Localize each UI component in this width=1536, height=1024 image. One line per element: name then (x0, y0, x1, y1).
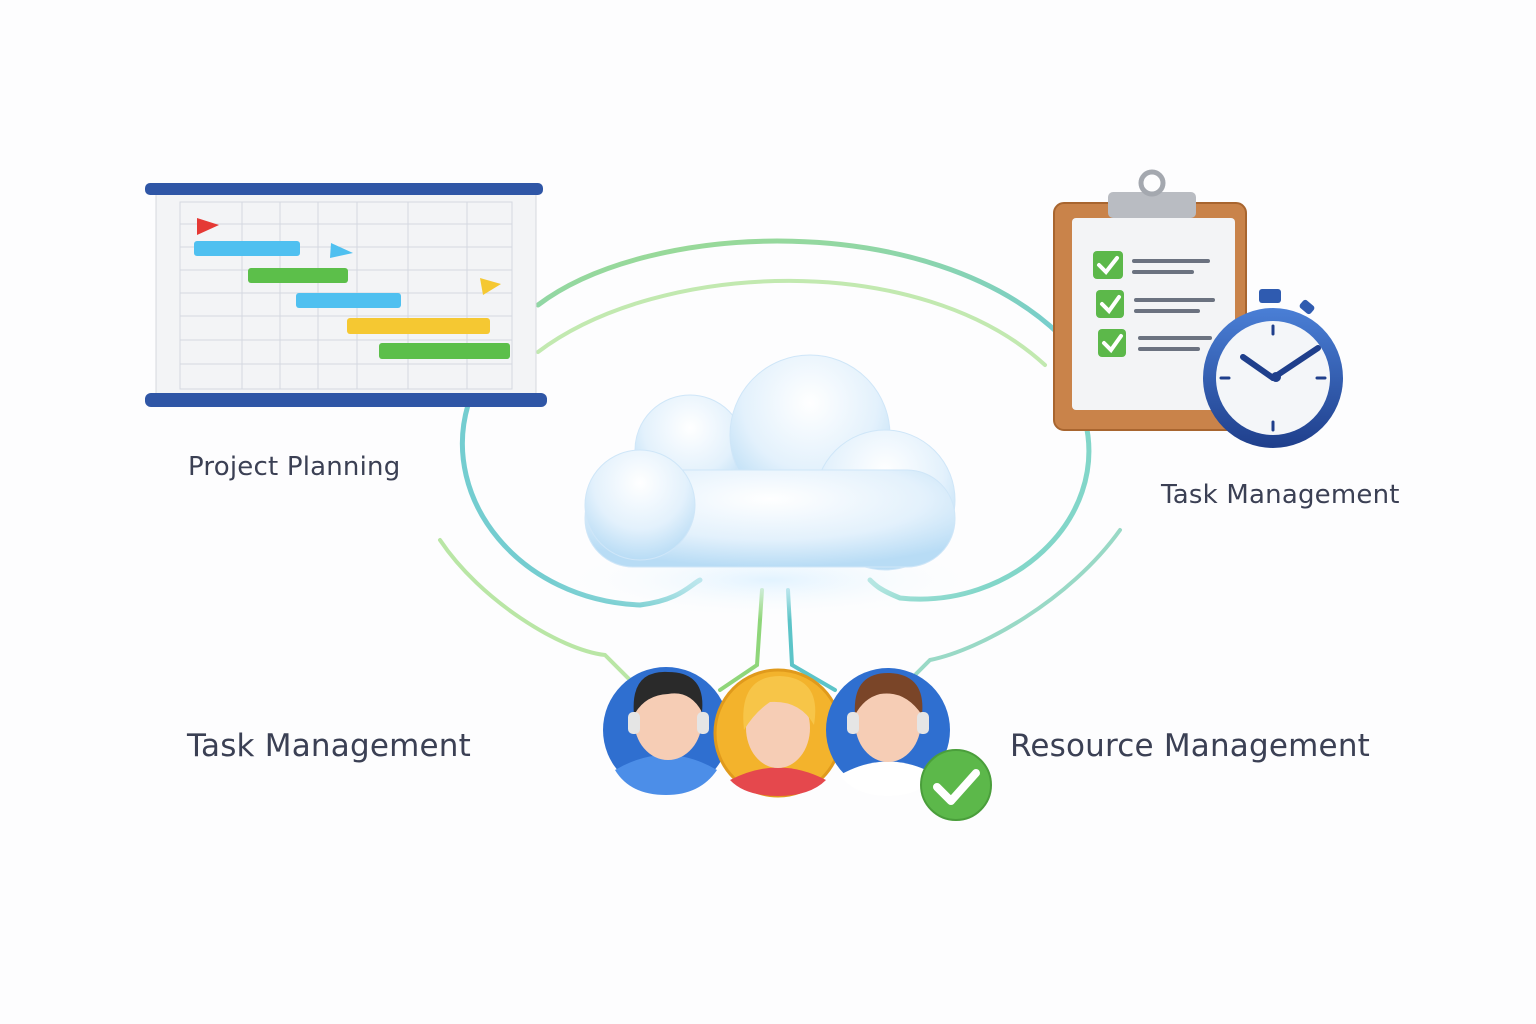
avatar-center (713, 668, 843, 798)
team-avatars-icon (603, 667, 950, 798)
checkmark-badge-icon (920, 749, 992, 821)
cloud-icon (550, 354, 990, 620)
gantt-chart-board-icon (145, 183, 547, 407)
task-management-label-bottom: Task Management (187, 728, 471, 764)
project-planning-label: Project Planning (188, 452, 401, 482)
clipboard-checklist-icon (1053, 169, 1247, 431)
avatar-left (603, 667, 729, 795)
stopwatch-icon (1203, 289, 1343, 448)
resource-management-label: Resource Management (1010, 728, 1371, 764)
avatar-right (826, 668, 950, 796)
task-management-label-top: Task Management (1161, 480, 1400, 510)
